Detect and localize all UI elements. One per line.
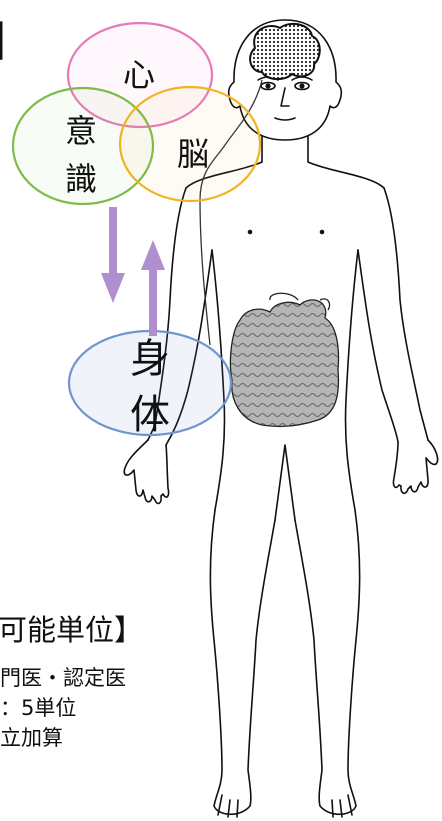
consciousness-label-line2: 識 bbox=[65, 160, 97, 198]
down-arrow bbox=[101, 207, 125, 303]
brain-illustration bbox=[250, 24, 320, 79]
mind-brain-consciousness-venn bbox=[13, 23, 260, 204]
brain-label: 脳 bbox=[177, 135, 209, 173]
title-bracket-fragment: 」 bbox=[0, 0, 38, 71]
body-label-line1: 身 bbox=[130, 336, 170, 382]
credit-line-2: ：5単位 bbox=[0, 692, 76, 722]
body-label-line2: 体 bbox=[130, 392, 170, 438]
credit-line-3: 立加算 bbox=[0, 722, 63, 752]
up-arrow bbox=[141, 240, 165, 336]
credit-heading: 可能単位】 bbox=[0, 607, 143, 649]
consciousness-label-line1: 意 bbox=[65, 112, 97, 150]
intestines-illustration bbox=[230, 293, 338, 426]
credit-line-1: 門医・認定医 bbox=[0, 662, 126, 692]
mind-label: 心 bbox=[123, 56, 155, 94]
